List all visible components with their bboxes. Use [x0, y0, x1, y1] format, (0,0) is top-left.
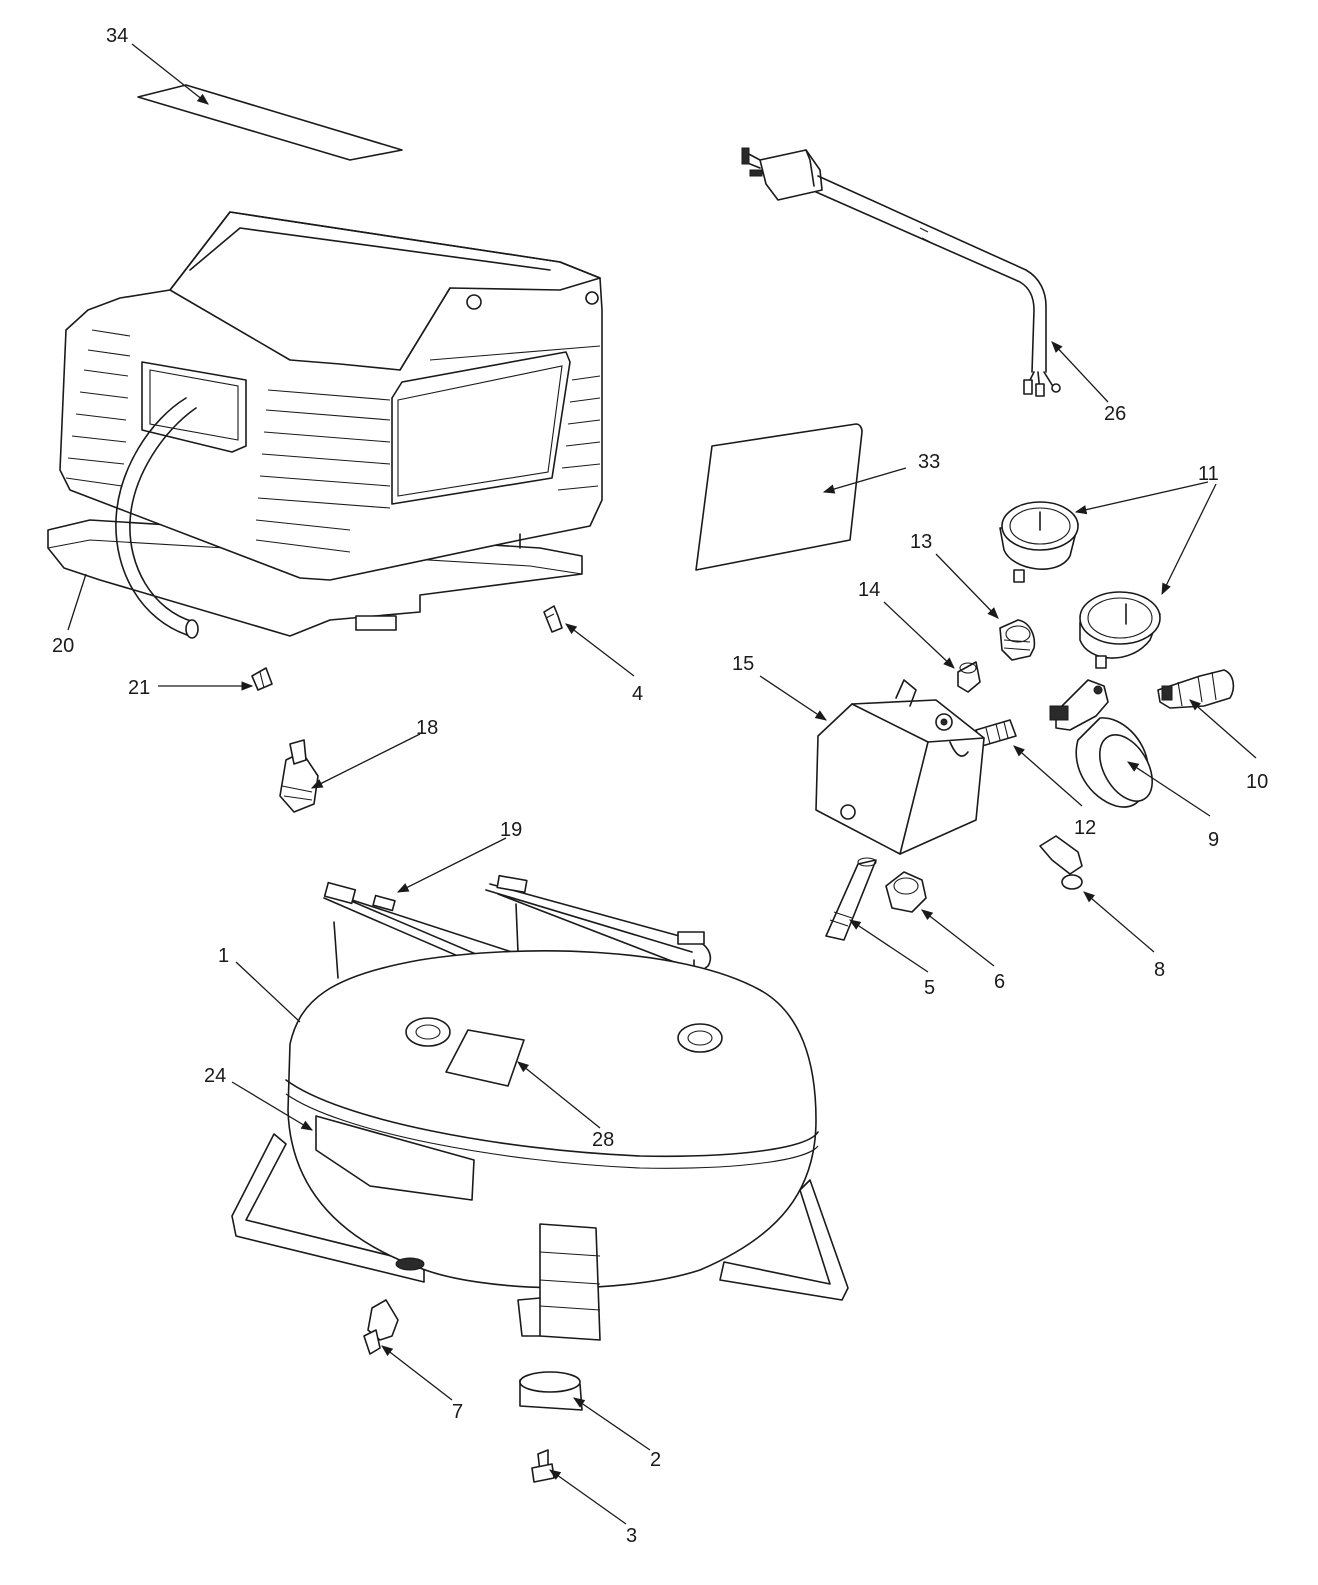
part-34-label-strip — [137, 84, 403, 161]
callout-5: 5 — [924, 977, 935, 999]
part-2-rubber-foot — [519, 1371, 583, 1411]
part-11-gauge-upper — [999, 501, 1079, 583]
part-10-coupler — [1157, 669, 1235, 709]
part-18-barb-fitting — [279, 739, 319, 813]
callout-20: 20 — [52, 635, 74, 657]
part-3-bolt — [531, 1449, 555, 1483]
callout-2: 2 — [650, 1449, 661, 1471]
part-24-label — [315, 1115, 475, 1201]
callout-13: 13 — [910, 531, 932, 553]
callout-21: 21 — [128, 677, 150, 699]
callout-14: 14 — [858, 579, 880, 601]
callout-11: 11 — [1198, 463, 1219, 485]
part-20-shroud — [47, 211, 603, 639]
part-14-bushing — [957, 661, 981, 693]
callout-6: 6 — [994, 971, 1005, 993]
part-28-label — [445, 1029, 525, 1087]
callout-18: 18 — [416, 717, 438, 739]
callout-10: 10 — [1246, 771, 1268, 793]
callout-9: 9 — [1208, 829, 1219, 851]
part-9-regulator — [1049, 679, 1154, 808]
callout-4: 4 — [632, 683, 643, 705]
leader-lines — [67, 43, 1257, 1525]
part-33-label — [695, 423, 863, 571]
part-26-power-cord — [741, 147, 1061, 397]
callout-28: 28 — [592, 1129, 614, 1151]
part-11-gauge-lower — [1079, 591, 1161, 669]
callout-34: 34 — [106, 25, 128, 47]
part-7-drain-valve — [363, 1299, 399, 1355]
part-8-safety-valve — [1039, 835, 1083, 890]
part-5-nipple — [825, 857, 877, 941]
part-13-fitting — [999, 619, 1036, 661]
callout-3: 3 — [626, 1525, 637, 1547]
callout-19: 19 — [500, 819, 522, 841]
part-21-clamp — [251, 667, 273, 691]
callout-labels: 34 26 33 11 13 14 15 10 9 12 5 6 8 4 21 … — [52, 25, 1268, 1547]
callout-24: 24 — [204, 1065, 226, 1087]
callout-8: 8 — [1154, 959, 1165, 981]
part-4-screw — [543, 605, 563, 633]
callout-33: 33 — [918, 451, 940, 473]
callout-1: 1 — [218, 945, 229, 967]
callout-15: 15 — [732, 653, 754, 675]
callout-7: 7 — [452, 1401, 463, 1423]
callout-12: 12 — [1074, 817, 1096, 839]
callout-26: 26 — [1104, 403, 1126, 425]
part-6-fitting — [885, 871, 927, 913]
part-15-pressure-switch — [815, 679, 985, 855]
part-1-tank — [231, 950, 849, 1341]
